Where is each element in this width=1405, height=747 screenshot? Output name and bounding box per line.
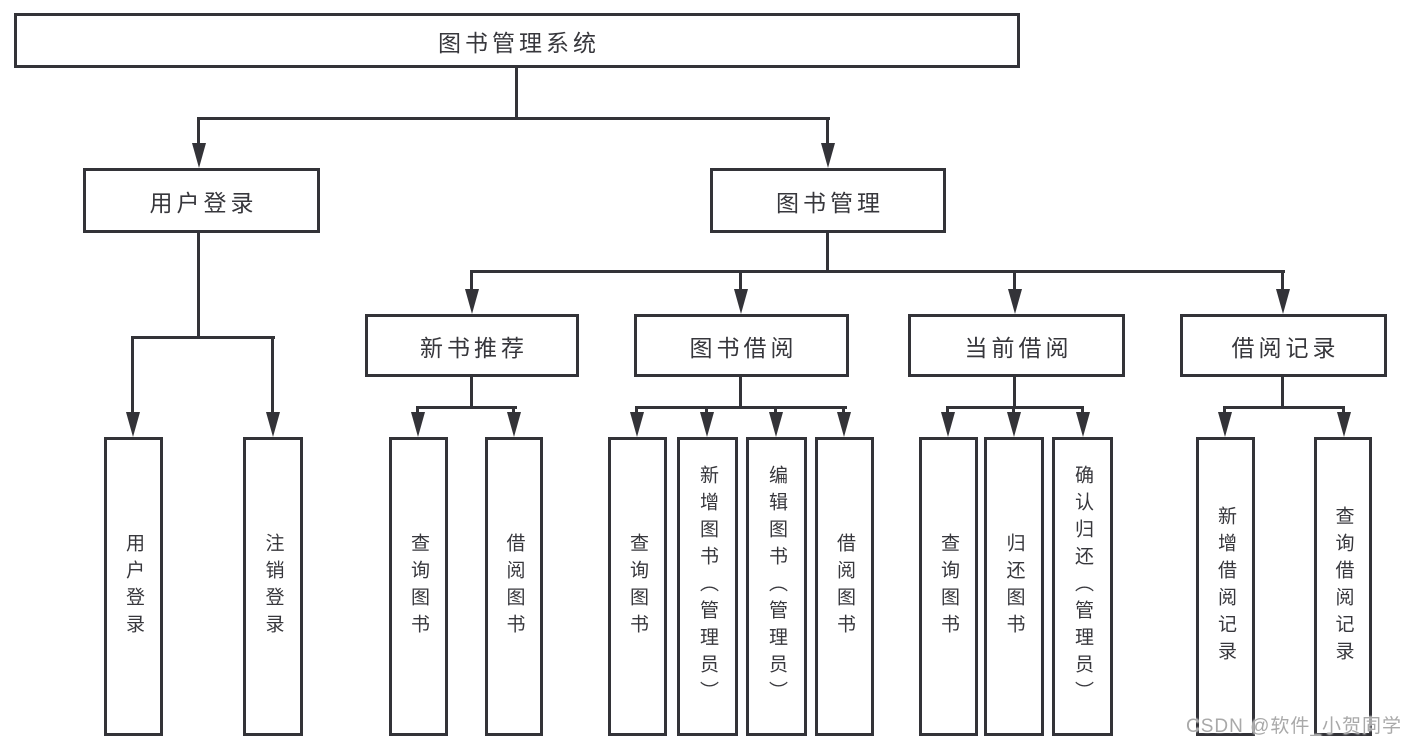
connector-line bbox=[1012, 406, 1015, 416]
node-root: 图书管理系统 bbox=[14, 13, 1020, 68]
connector-line bbox=[197, 117, 830, 120]
arrow-down-icon bbox=[465, 289, 479, 314]
leaf-borrow-query-books-label: 查询图书 bbox=[627, 532, 648, 641]
connector-line bbox=[470, 270, 1285, 273]
connector-line bbox=[826, 231, 829, 272]
leaf-records-add-record-label: 新增借阅记录 bbox=[1215, 505, 1236, 668]
leaf-borrow-add-books-admin: 新增图书（管理员） bbox=[677, 437, 738, 736]
leaf-rec-borrow-books-label: 借阅图书 bbox=[503, 532, 525, 641]
leaf-logout-label: 注销登录 bbox=[262, 532, 284, 641]
arrow-down-icon bbox=[769, 412, 783, 437]
connector-line bbox=[1013, 375, 1016, 408]
connector-line bbox=[1281, 375, 1284, 408]
node-user-login-label: 用户登录 bbox=[149, 189, 258, 216]
arrow-down-icon bbox=[507, 412, 521, 437]
leaf-logout: 注销登录 bbox=[243, 437, 303, 736]
connector-line bbox=[826, 117, 829, 147]
arrow-down-icon bbox=[1007, 412, 1021, 437]
leaf-current-query-books: 查询图书 bbox=[919, 437, 978, 736]
connector-line bbox=[946, 406, 1084, 409]
arrow-down-icon bbox=[837, 412, 851, 437]
leaf-current-query-books-label: 查询图书 bbox=[938, 532, 959, 641]
connector-line bbox=[739, 375, 742, 408]
node-book-borrowing: 图书借阅 bbox=[634, 314, 849, 377]
leaf-records-query-record: 查询借阅记录 bbox=[1314, 437, 1372, 736]
leaf-rec-borrow-books: 借阅图书 bbox=[485, 437, 543, 736]
connector-line bbox=[705, 406, 708, 416]
node-new-book-recommendation: 新书推荐 bbox=[365, 314, 579, 377]
connector-line bbox=[470, 270, 473, 291]
arrow-down-icon bbox=[1008, 289, 1022, 314]
connector-line bbox=[635, 406, 847, 409]
leaf-borrow-add-books-admin-label: 新增图书（管理员） bbox=[697, 465, 718, 708]
leaf-current-confirm-return-admin: 确认归还（管理员） bbox=[1052, 437, 1113, 736]
leaf-records-add-record: 新增借阅记录 bbox=[1196, 437, 1255, 736]
arrow-down-icon bbox=[266, 412, 280, 437]
leaf-user-login-label: 用户登录 bbox=[123, 532, 144, 641]
leaf-borrow-borrow-books-label: 借阅图书 bbox=[834, 532, 855, 641]
connector-line bbox=[946, 406, 949, 416]
leaf-records-query-record-label: 查询借阅记录 bbox=[1332, 505, 1354, 668]
connector-line bbox=[1081, 406, 1084, 416]
connector-line bbox=[512, 406, 515, 416]
connector-line bbox=[416, 406, 517, 409]
arrow-down-icon bbox=[126, 412, 140, 437]
arrow-down-icon bbox=[1276, 289, 1290, 314]
connector-line bbox=[739, 270, 742, 291]
connector-line bbox=[1223, 406, 1345, 409]
leaf-borrow-borrow-books: 借阅图书 bbox=[815, 437, 874, 736]
connector-line bbox=[131, 336, 134, 414]
connector-line bbox=[774, 406, 777, 416]
arrow-down-icon bbox=[411, 412, 425, 437]
connector-line bbox=[1342, 406, 1345, 416]
connector-line bbox=[197, 117, 200, 147]
connector-line bbox=[470, 375, 473, 408]
leaf-user-login: 用户登录 bbox=[104, 437, 163, 736]
arrow-down-icon bbox=[941, 412, 955, 437]
node-borrowing-records: 借阅记录 bbox=[1180, 314, 1387, 377]
node-current-borrowing-label: 当前借阅 bbox=[964, 334, 1073, 361]
connector-line bbox=[842, 406, 845, 416]
arrow-down-icon bbox=[700, 412, 714, 437]
node-current-borrowing: 当前借阅 bbox=[908, 314, 1125, 377]
leaf-rec-query-books-label: 查询图书 bbox=[408, 532, 429, 641]
arrow-down-icon bbox=[192, 143, 206, 168]
leaf-borrow-edit-books-admin-label: 编辑图书（管理员） bbox=[766, 465, 787, 708]
connector-line bbox=[271, 336, 274, 414]
arrow-down-icon bbox=[630, 412, 644, 437]
node-root-label: 图书管理系统 bbox=[438, 29, 600, 56]
leaf-current-return-books-label: 归还图书 bbox=[1003, 532, 1025, 641]
connector-line bbox=[416, 406, 419, 416]
arrow-down-icon bbox=[821, 143, 835, 168]
connector-line bbox=[1013, 270, 1016, 291]
connector-line bbox=[1281, 270, 1284, 291]
arrow-down-icon bbox=[1337, 412, 1351, 437]
connector-line bbox=[635, 406, 638, 416]
leaf-rec-query-books: 查询图书 bbox=[389, 437, 448, 736]
connector-line bbox=[515, 66, 518, 119]
node-book-management-label: 图书管理 bbox=[776, 189, 884, 216]
leaf-current-return-books: 归还图书 bbox=[984, 437, 1044, 736]
leaf-current-confirm-return-admin-label: 确认归还（管理员） bbox=[1072, 465, 1093, 708]
connector-line bbox=[131, 336, 275, 339]
node-book-borrowing-label: 图书借阅 bbox=[689, 334, 798, 361]
leaf-borrow-edit-books-admin: 编辑图书（管理员） bbox=[746, 437, 807, 736]
leaf-borrow-query-books: 查询图书 bbox=[608, 437, 667, 736]
connector-line bbox=[197, 231, 200, 338]
arrow-down-icon bbox=[1076, 412, 1090, 437]
arrow-down-icon bbox=[734, 289, 748, 314]
node-book-management: 图书管理 bbox=[710, 168, 946, 233]
csdn-watermark: CSDN @软件_小贺同学 bbox=[1186, 716, 1402, 737]
connector-line bbox=[1223, 406, 1226, 416]
arrow-down-icon bbox=[1218, 412, 1232, 437]
node-user-login: 用户登录 bbox=[83, 168, 320, 233]
node-new-book-recommendation-label: 新书推荐 bbox=[420, 334, 528, 361]
node-borrowing-records-label: 借阅记录 bbox=[1231, 334, 1340, 361]
